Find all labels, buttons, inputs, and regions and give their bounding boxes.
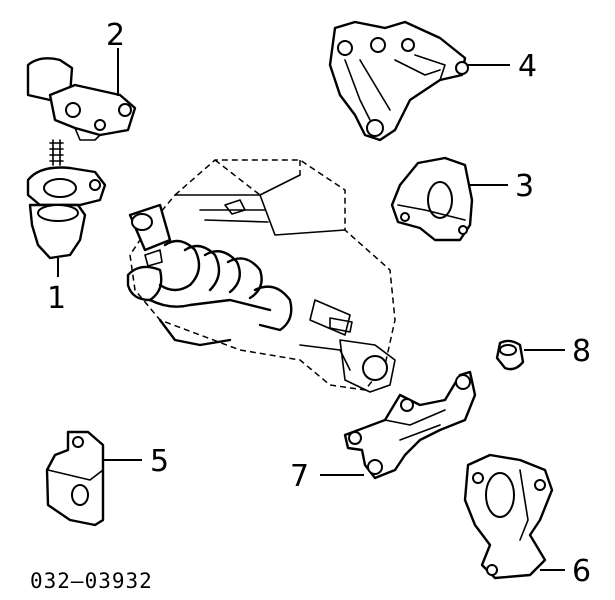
lower-right-mount [463, 453, 565, 580]
exhaust-manifold [158, 285, 351, 371]
callout-6: 6 [572, 554, 591, 589]
rear-upper-bracket [328, 20, 510, 142]
engine-side-mount [26, 139, 107, 277]
callout-5: 5 [150, 444, 169, 479]
callout-4: 4 [518, 49, 537, 84]
engine-assembly [126, 159, 396, 393]
transmission-mount [390, 156, 508, 242]
torque-rod [320, 370, 477, 480]
transmission-housing [144, 199, 396, 393]
rubber-bushing [495, 339, 565, 371]
callout-3: 3 [515, 169, 534, 204]
upper-mount-bracket [26, 48, 137, 141]
intake-manifold [126, 203, 272, 312]
lower-left-mount [45, 430, 142, 527]
callout-7: 7 [290, 459, 309, 494]
callout-8: 8 [572, 334, 591, 369]
callout-2: 2 [106, 18, 125, 53]
figure-part-number: 032–03932 [30, 569, 153, 593]
callout-1: 1 [47, 281, 66, 316]
